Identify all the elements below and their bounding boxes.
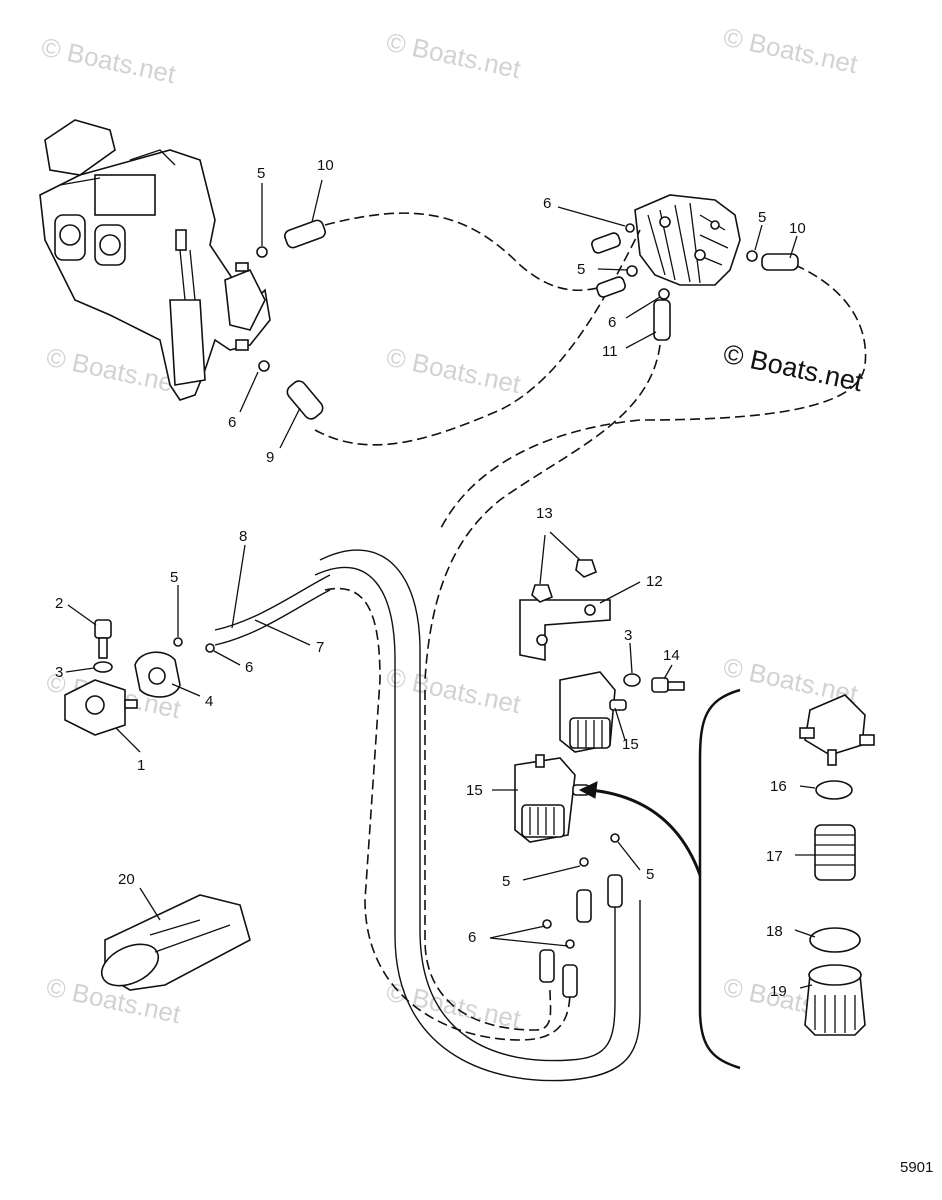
callout-14: 14 xyxy=(663,647,680,664)
callout-3: 3 xyxy=(55,664,63,681)
callout-17: 17 xyxy=(766,848,783,865)
top-fittings xyxy=(256,219,799,420)
watermark: © Boats.net xyxy=(384,342,524,400)
callout-4: 4 xyxy=(205,693,213,710)
callout-2: 2 xyxy=(55,595,63,612)
callout-16: 16 xyxy=(770,778,787,795)
watermark: © Boats.net xyxy=(384,27,524,85)
callout-6: 6 xyxy=(468,929,476,946)
fuel-filters xyxy=(514,671,627,843)
callout-8: 8 xyxy=(239,528,247,545)
callout-19: 19 xyxy=(770,983,787,1000)
watermark: © Boats.net xyxy=(721,22,861,80)
left-parts xyxy=(64,574,331,736)
callout-5: 5 xyxy=(646,866,654,883)
callout-18: 18 xyxy=(766,923,783,940)
callout-5: 5 xyxy=(758,209,766,226)
fuel-hoses xyxy=(314,212,867,1082)
callout-labels: 10 5 6 9 6 5 6 11 5 10 8 5 2 3 4 6 7 1 1… xyxy=(55,157,806,1000)
carburetor xyxy=(39,119,271,401)
callout-10: 10 xyxy=(789,220,806,237)
callout-1: 1 xyxy=(137,757,145,774)
callout-15: 15 xyxy=(622,736,639,753)
bracket-assembly xyxy=(519,559,685,693)
callout-9: 9 xyxy=(266,449,274,466)
figure-number: 5901 xyxy=(900,1159,933,1176)
fuel-pump xyxy=(634,194,741,286)
callout-11: 11 xyxy=(602,343,618,360)
callout-7: 7 xyxy=(316,639,324,656)
callout-13: 13 xyxy=(536,505,553,522)
callout-5: 5 xyxy=(502,873,510,890)
callout-6: 6 xyxy=(245,659,253,676)
callout-5: 5 xyxy=(257,165,265,182)
filter-tubes xyxy=(539,833,623,998)
callout-12: 12 xyxy=(646,573,663,590)
callout-10: 10 xyxy=(317,157,334,174)
watermark: © Boats.net xyxy=(39,32,179,90)
callout-20: 20 xyxy=(118,871,135,888)
callout-6: 6 xyxy=(543,195,551,212)
main-watermark: © Boats.net xyxy=(721,339,866,398)
leader-lines xyxy=(65,179,816,989)
callout-5: 5 xyxy=(170,569,178,586)
detail-view xyxy=(578,688,875,1070)
sleeve xyxy=(100,894,251,991)
callout-6: 6 xyxy=(228,414,236,431)
callout-3: 3 xyxy=(624,627,632,644)
watermark: © Boats.net xyxy=(384,662,524,720)
callout-5: 5 xyxy=(577,261,585,278)
callout-15: 15 xyxy=(466,782,483,799)
callout-6: 6 xyxy=(608,314,616,331)
